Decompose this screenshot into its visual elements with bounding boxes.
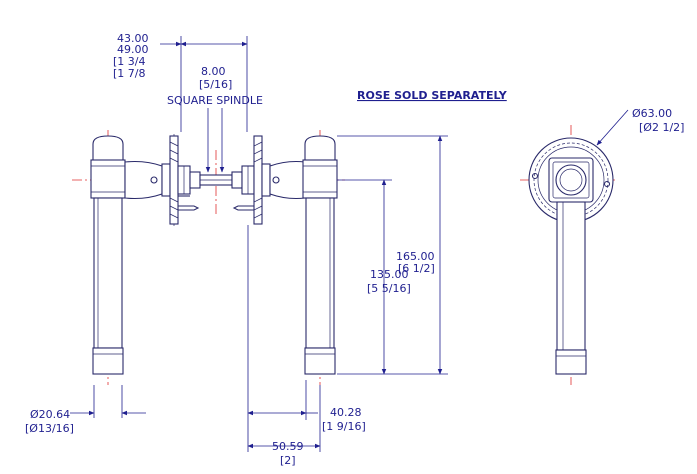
dim-projection-1-mm: 43.00 [117,32,149,45]
dim-projection-2-mm: 49.00 [117,43,149,56]
dim-spindle-in: [5/16] [199,78,232,91]
dim-rose-dia-in: [Ø2 1/2] [639,121,684,134]
dim-grip-dia-mm: Ø20.64 [30,408,70,421]
side-grip [556,201,586,351]
dim-lever-height-in: [6 1/2] [398,262,435,275]
right-lever [231,135,338,375]
dimensions [70,36,629,452]
dim-projection-2-in: [1 7/8 [113,67,146,80]
dim-offset-b-mm: 50.59 [272,440,304,453]
dim-lever-height-mm: 165.00 [396,250,435,263]
side-view [520,125,615,385]
dim-grip-length-mm: 135.00 [370,268,409,281]
dim-offset-a-mm: 40.28 [330,406,362,419]
left-lever [90,134,201,375]
dim-grip-dia-in: [Ø13/16] [25,422,74,435]
dim-spindle-label: SQUARE SPINDLE [167,94,263,107]
dim-rose-dia-mm: Ø63.00 [632,107,672,120]
front-view [72,130,345,385]
dim-spindle-mm: 8.00 [201,65,226,78]
dim-offset-a-in: [1 9/16] [322,420,366,433]
dimension-labels: 43.00 49.00 [1 3/4 [1 7/8 8.00 [5/16] SQ… [25,32,684,467]
rose-note: ROSE SOLD SEPARATELY [357,89,508,102]
dim-grip-length-in: [5 5/16] [367,282,411,295]
dim-projection-1-in: [1 3/4 [113,55,146,68]
dim-offset-b-in: [2] [280,454,296,467]
